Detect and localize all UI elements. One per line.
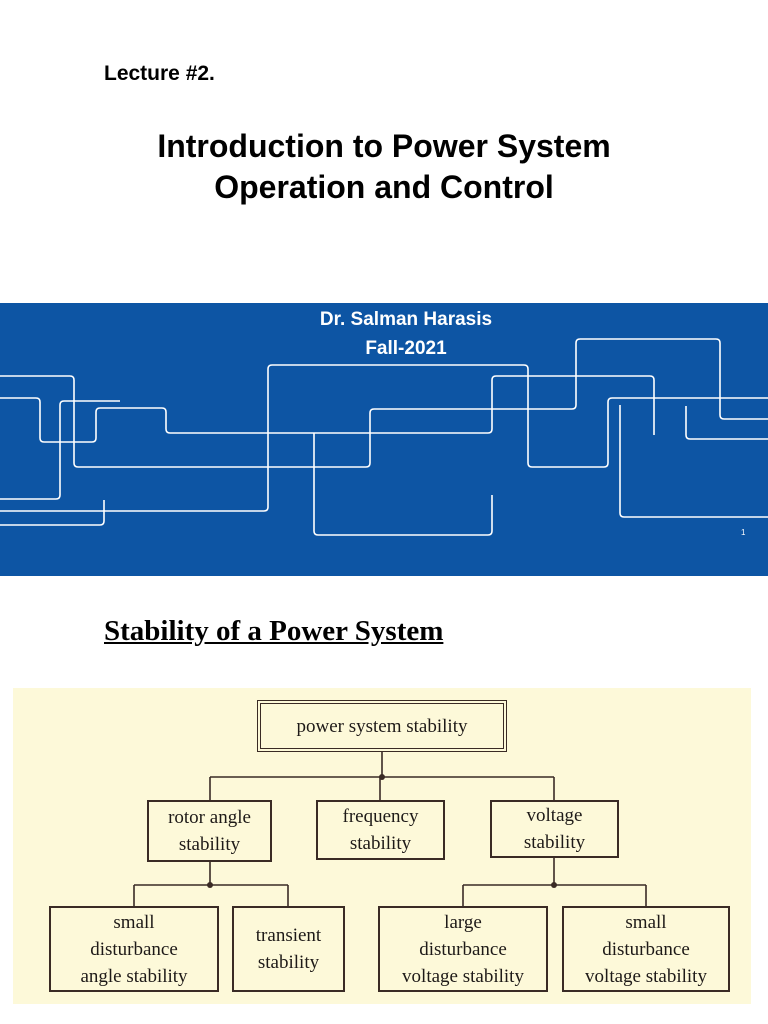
page-title: Introduction to Power System Operation a… (0, 126, 768, 208)
lecture-number: Lecture #2. (104, 62, 215, 85)
term-label: Fall-2021 (365, 338, 447, 359)
box-line: voltage stability (402, 965, 524, 987)
diagram-root-box: power system stability (257, 700, 507, 752)
section-heading: Stability of a Power System (104, 615, 444, 647)
frequency-stability-box: frequency stability (316, 800, 445, 860)
box-line: stability (349, 833, 412, 854)
small-disturbance-voltage-stability-box: small disturbance voltage stability (562, 906, 730, 992)
title-line-1: Introduction to Power System (157, 128, 611, 164)
box-line: small (625, 911, 667, 933)
banner-text: Dr. Salman Harasis Fall-2021 (0, 305, 768, 363)
box-line: stability (523, 832, 586, 853)
box-line: voltage (526, 805, 583, 826)
page-number: 1 (741, 528, 746, 537)
box-line: voltage stability (585, 965, 707, 987)
diagram-connectors (133, 752, 647, 906)
diagram-root-label: power system stability (296, 715, 468, 737)
small-disturbance-angle-stability-box: small disturbance angle stability (49, 906, 219, 992)
circuit-lines-decoration (0, 338, 768, 536)
box-line: disturbance (419, 938, 507, 960)
voltage-stability-box: voltage stability (490, 800, 619, 858)
box-line: rotor angle (168, 807, 251, 828)
box-line: disturbance (90, 938, 178, 960)
author-name: Dr. Salman Harasis (319, 309, 493, 330)
transient-stability-box: transient stability (232, 906, 345, 992)
box-line: large (444, 911, 482, 933)
box-line: disturbance (602, 938, 690, 960)
stability-diagram: power system stability rotor angle stabi… (13, 688, 751, 1004)
title-line-2: Operation and Control (214, 169, 554, 205)
box-line: stability (178, 834, 241, 855)
box-line: transient (255, 925, 322, 946)
box-line: small (113, 911, 155, 933)
slide-banner: Dr. Salman Harasis Fall-2021 1 (0, 303, 768, 576)
box-line: frequency (342, 806, 419, 827)
rotor-angle-stability-box: rotor angle stability (147, 800, 272, 862)
large-disturbance-voltage-stability-box: large disturbance voltage stability (378, 906, 548, 992)
box-line: stability (257, 952, 320, 973)
box-line: angle stability (80, 965, 188, 987)
